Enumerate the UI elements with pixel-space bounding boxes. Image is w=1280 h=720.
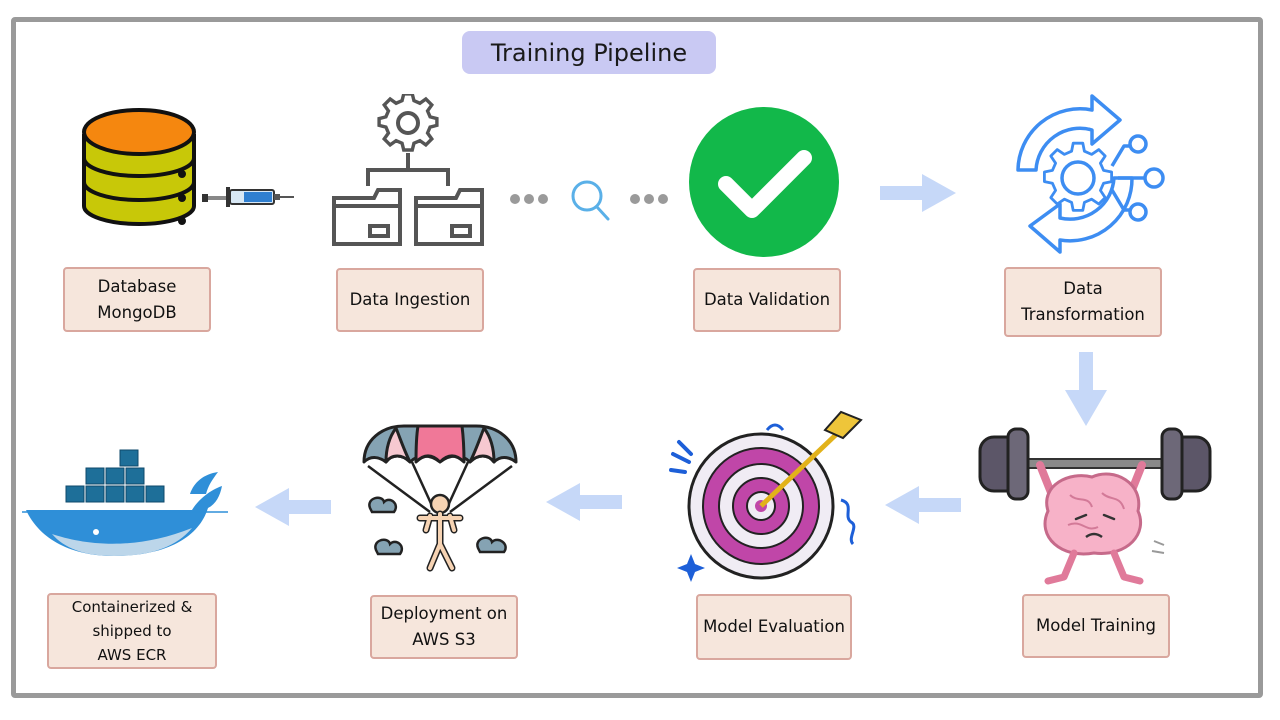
flow-arrow-left-1 [885, 486, 961, 524]
connector-dots-right [630, 194, 668, 204]
step-containerized-label: Containerized & shipped to AWS ECR [47, 593, 217, 669]
diagram-title: Training Pipeline [462, 31, 716, 74]
transform-gear-icon [1016, 94, 1165, 254]
diagram-frame [11, 17, 1263, 698]
flow-arrow-left-2 [546, 483, 622, 521]
step-deployment-label: Deployment on AWS S3 [370, 595, 518, 659]
check-circle-icon [689, 107, 839, 257]
flow-arrow-right [880, 174, 956, 212]
step-data-ingestion-label: Data Ingestion [336, 268, 484, 332]
target-icon [669, 410, 863, 582]
syringe-icon [202, 187, 294, 207]
brain-barbell-icon [978, 427, 1212, 585]
step-model-evaluation-label: Model Evaluation [696, 594, 852, 660]
step-data-transformation-label: Data Transformation [1004, 267, 1162, 337]
docker-whale-icon [22, 449, 228, 556]
step-model-training-label: Model Training [1022, 594, 1170, 658]
parachute-icon [362, 424, 518, 572]
database-icon [82, 108, 196, 226]
magnifier-icon [571, 180, 610, 221]
step-database-label: Database MongoDB [63, 267, 211, 332]
flow-arrow-down [1065, 352, 1107, 426]
flow-arrow-left-3 [255, 488, 331, 526]
gear-folders-icon [332, 94, 484, 246]
connector-dots-left [510, 194, 548, 204]
step-data-validation-label: Data Validation [693, 268, 841, 332]
